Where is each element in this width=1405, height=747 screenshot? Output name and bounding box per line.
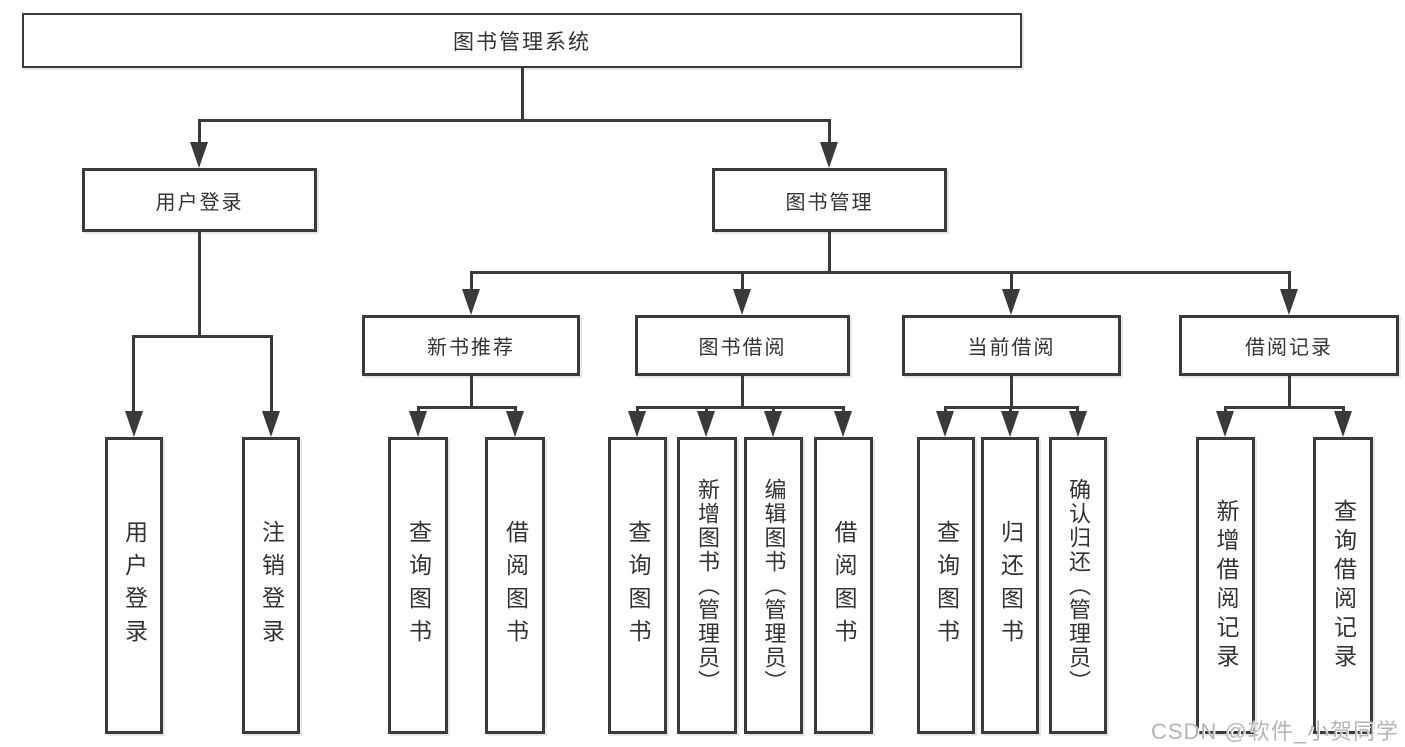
arrowhead [936, 411, 954, 437]
leaf-logout-label: 注销登录 [258, 519, 285, 652]
arrowhead [628, 411, 646, 437]
arrowhead [1069, 411, 1087, 437]
arrowhead [1334, 411, 1352, 437]
connector-line [828, 119, 831, 146]
arrowhead [1002, 289, 1020, 315]
leaf-add-borrow-record: 新增借阅记录 [1196, 437, 1255, 734]
connector-line [772, 406, 775, 415]
arrowhead [733, 289, 751, 315]
arrowhead [834, 411, 852, 437]
connector-line [1288, 271, 1291, 292]
node-book-management-label: 图书管理 [785, 191, 874, 214]
connector-line [842, 406, 845, 415]
leaf-borrow-books-recommend: 借阅图书 [485, 437, 545, 734]
node-book-borrowing: 图书借阅 [635, 315, 850, 376]
csdn-watermark: CSDN @软件_小贺同学 [1150, 719, 1399, 744]
connector-line [132, 335, 135, 414]
connector-line [132, 335, 273, 338]
leaf-search-books-recommend-label: 查询图书 [405, 519, 432, 652]
arrowhead [506, 411, 524, 437]
leaf-edit-books-admin: 编辑图书（管理员） [744, 437, 803, 734]
node-current-borrowing-label: 当前借阅 [967, 337, 1056, 359]
node-new-book-recommend: 新书推荐 [362, 315, 580, 376]
arrowhead [697, 411, 715, 437]
connector-line [198, 119, 201, 146]
connector-line [1224, 406, 1227, 415]
leaf-borrow-books: 借阅图书 [814, 437, 873, 734]
connector-line [1288, 376, 1291, 409]
node-user-login-label: 用户登录 [155, 191, 244, 214]
arrowhead [1216, 411, 1234, 437]
leaf-user-login: 用户登录 [105, 437, 163, 734]
arrowhead [820, 142, 838, 168]
connector-line [198, 232, 201, 338]
leaf-search-books-borrowing-label: 查询图书 [625, 519, 651, 652]
arrowhead [1001, 411, 1019, 437]
leaf-user-login-label: 用户登录 [121, 519, 148, 652]
connector-line [198, 119, 831, 122]
node-borrowing-records-label: 借阅记录 [1245, 337, 1333, 359]
leaf-search-books-current: 查询图书 [917, 437, 975, 734]
node-borrowing-records: 借阅记录 [1179, 315, 1399, 376]
leaf-return-books: 归还图书 [981, 437, 1039, 734]
leaf-search-books-borrowing: 查询图书 [608, 437, 667, 734]
leaf-search-borrow-record-label: 查询借阅记录 [1330, 498, 1357, 673]
arrowhead [409, 411, 427, 437]
leaf-search-books-recommend: 查询图书 [388, 437, 448, 734]
connector-line [1009, 406, 1012, 415]
connector-line [741, 271, 744, 292]
connector-line [636, 406, 639, 415]
node-new-book-recommend-label: 新书推荐 [427, 337, 515, 359]
arrowhead [190, 142, 208, 168]
arrowhead [764, 411, 782, 437]
node-book-management: 图书管理 [712, 168, 947, 232]
leaf-logout: 注销登录 [242, 437, 300, 734]
connector-line [270, 335, 273, 414]
connector-line [1224, 406, 1344, 409]
connector-line [470, 376, 473, 409]
connector-line [636, 406, 844, 409]
leaf-return-books-label: 归还图书 [997, 519, 1024, 652]
arrowhead [1280, 289, 1298, 315]
node-library-system: 图书管理系统 [22, 13, 1022, 68]
leaf-search-books-current-label: 查询图书 [933, 519, 960, 652]
leaf-add-books-admin: 新增图书（管理员） [677, 437, 737, 734]
leaf-confirm-return-admin: 确认归还（管理员） [1049, 437, 1107, 734]
connector-line [514, 406, 517, 415]
connector-line [417, 406, 420, 415]
leaf-edit-books-admin-label: 编辑图书（管理员） [761, 477, 787, 694]
arrowhead [262, 411, 280, 437]
connector-line [1076, 406, 1079, 415]
leaf-borrow-books-label: 借阅图书 [831, 519, 857, 652]
connector-line [1010, 271, 1013, 292]
connector-line [944, 406, 947, 415]
leaf-add-borrow-record-label: 新增借阅记录 [1213, 498, 1239, 673]
connector-line [417, 406, 516, 409]
connector-line [741, 376, 744, 409]
node-current-borrowing: 当前借阅 [902, 315, 1121, 376]
leaf-add-books-admin-label: 新增图书（管理员） [695, 477, 720, 694]
leaf-borrow-books-recommend-label: 借阅图书 [502, 519, 529, 652]
connector-line [828, 232, 831, 274]
node-library-system-label: 图书管理系统 [453, 30, 591, 54]
connector-line [470, 271, 473, 292]
connector-line [470, 271, 1290, 274]
connector-line [1010, 376, 1013, 409]
connector-line [1342, 406, 1345, 415]
connector-line [705, 406, 708, 415]
leaf-confirm-return-admin-label: 确认归还（管理员） [1066, 477, 1091, 694]
connector-line [521, 68, 524, 122]
arrowhead [462, 289, 480, 315]
arrowhead [125, 411, 143, 437]
leaf-search-borrow-record: 查询借阅记录 [1313, 437, 1373, 734]
node-user-login: 用户登录 [82, 168, 317, 232]
node-book-borrowing-label: 图书借阅 [698, 337, 787, 359]
